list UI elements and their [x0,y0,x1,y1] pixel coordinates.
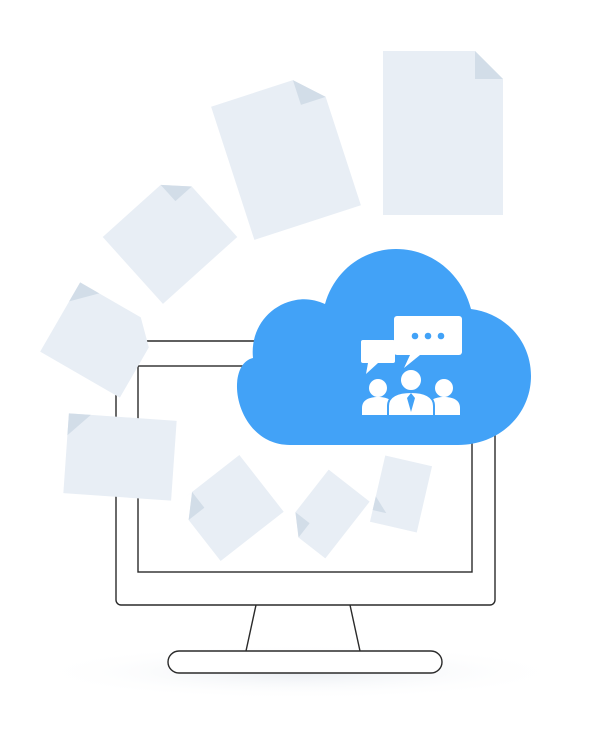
person-icon [362,379,394,415]
person-icon [387,368,435,417]
document-icon [63,413,177,501]
documents-arc [40,51,503,561]
document-icon [284,469,370,559]
chat-bubble-icon [394,316,462,368]
document-icon [369,455,433,533]
team-chat-icon [361,316,462,417]
person-icon [428,379,460,415]
document-icon [102,184,238,304]
document-icon [383,51,503,215]
monitor-base [167,650,443,674]
document-icon [176,455,284,561]
chat-bubble-icon [361,340,395,374]
document-icon [211,80,361,240]
document-icon [40,282,149,398]
monitor-stand [245,604,361,652]
